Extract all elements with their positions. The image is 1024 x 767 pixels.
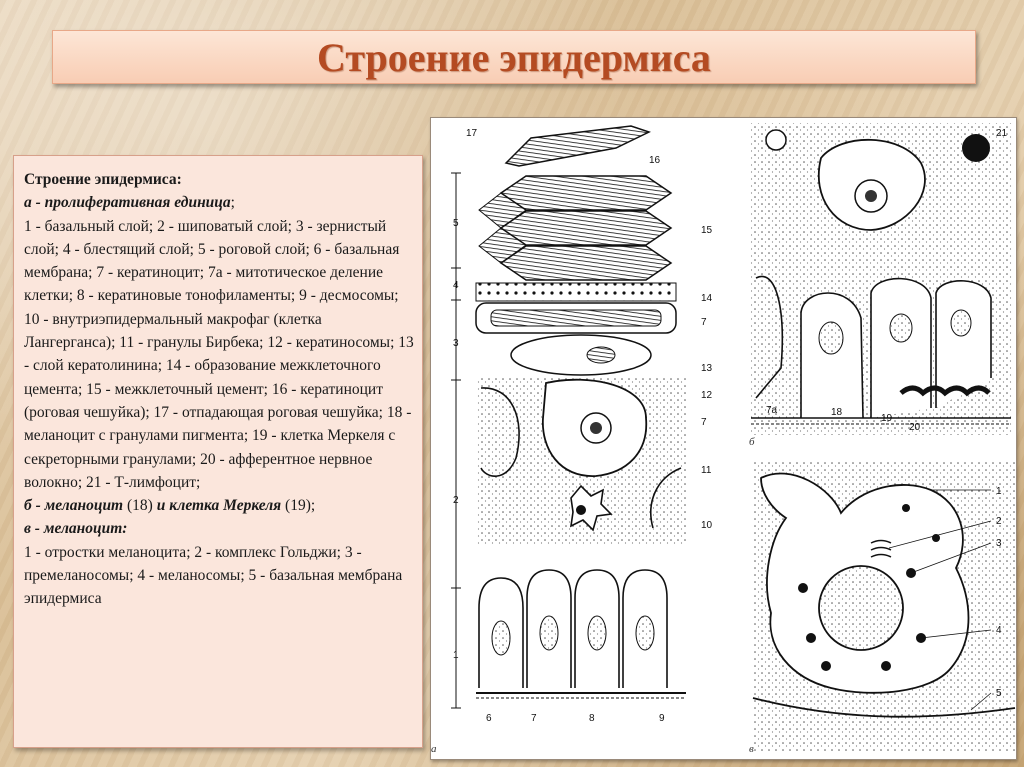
label-c-4: 4 [996, 625, 1002, 636]
caption-a-label: а - пролиферативная единица [24, 194, 231, 212]
label-a-7-bottom: 7 [531, 713, 537, 724]
label-c-2: 2 [996, 516, 1002, 527]
caption-box: Строение эпидермиса: а - пролиферативная… [13, 155, 423, 748]
title-bar: Строение эпидермиса [52, 30, 976, 84]
caption-c-text: 1 - отростки меланоцита; 2 - комплекс Го… [24, 543, 403, 608]
label-c-5: 5 [996, 688, 1002, 699]
label-a-11: 11 [701, 465, 712, 476]
label-a-9: 9 [659, 713, 665, 724]
panel-b-drawing [751, 123, 1013, 435]
label-a-13: 13 [701, 363, 713, 374]
label-a-14: 14 [701, 293, 713, 304]
caption-b-label1: б - меланоцит [24, 497, 124, 515]
epidermis-diagram: 5 4 3 2 1 17 16 15 14 7 13 12 7 11 10 6 … [431, 123, 1016, 755]
label-a-layer-2: 2 [453, 495, 459, 506]
label-a-12: 12 [701, 390, 713, 401]
label-a-layer-4: 4 [453, 280, 459, 291]
label-a-17: 17 [466, 128, 478, 139]
label-c-3: 3 [996, 538, 1002, 549]
epidermis-figure: 5 4 3 2 1 17 16 15 14 7 13 12 7 11 10 6 … [430, 117, 1017, 760]
label-a-16: 16 [649, 155, 661, 166]
panel-b-label: б [749, 436, 755, 448]
caption-a-punct: ; [230, 194, 235, 212]
caption-section-b: б - меланоцит (18) и клетка Меркеля (19)… [24, 494, 414, 517]
panel-c-label: в [749, 743, 754, 755]
page-title: Строение эпидермиса [317, 34, 711, 80]
caption-a-text: 1 - базальный слой; 2 - шиповатый слой; … [24, 217, 414, 491]
label-b-19: 19 [881, 413, 893, 424]
label-b-18: 18 [831, 407, 843, 418]
label-a-layer-5: 5 [453, 218, 459, 229]
label-a-layer-1: 1 [453, 650, 459, 661]
label-a-7-mid: 7 [701, 417, 707, 428]
panel-a-label: а [431, 743, 437, 755]
label-a-layer-3: 3 [453, 338, 459, 349]
label-a-8: 8 [589, 713, 595, 724]
caption-c-label: в - меланоцит: [24, 520, 128, 538]
label-a-10: 10 [701, 520, 713, 531]
caption-section-a: а - пролиферативная единица; [24, 191, 414, 214]
label-c-1: 1 [996, 486, 1002, 497]
label-a-15: 15 [701, 225, 713, 236]
label-b-20: 20 [909, 422, 921, 433]
label-a-6: 6 [486, 713, 492, 724]
panel-c-drawing [752, 460, 1016, 752]
caption-b-num1: (18) [123, 497, 157, 515]
label-b-21: 21 [996, 128, 1008, 139]
label-b-7a: 7а [766, 405, 778, 416]
panel-a-drawing [451, 125, 686, 709]
caption-b-label2: и клетка Меркеля [156, 497, 282, 515]
label-a-7-top: 7 [701, 317, 707, 328]
caption-b-num2: (19); [281, 497, 316, 515]
caption-heading: Строение эпидермиса: [24, 171, 182, 188]
